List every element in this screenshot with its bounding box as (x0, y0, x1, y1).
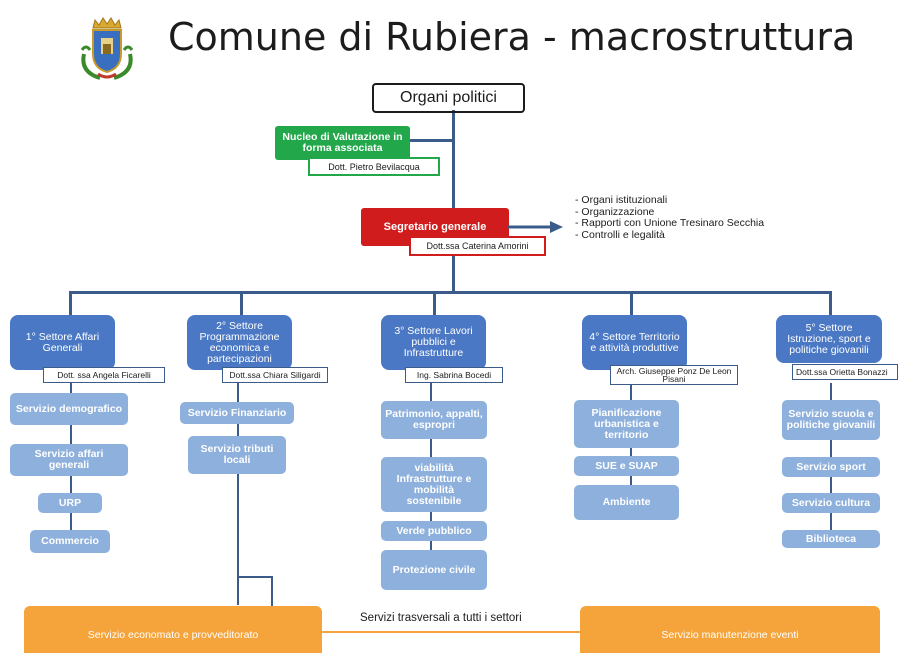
service-label: Servizio Finanziario (187, 406, 287, 419)
trasversali-right-label: Servizio manutenzione eventi (661, 628, 799, 641)
connector-sector-3 (433, 291, 436, 315)
sector-4-head-name: Arch. Giuseppe Ponz De Leon Pisani (616, 365, 732, 384)
service-label: Servizio sport (796, 460, 866, 473)
sector-1-box: 1° Settore Affari Generali (10, 315, 115, 370)
service-label: Biblioteca (805, 532, 857, 545)
trasversali-right-box: Servizio manutenzione eventi (580, 606, 880, 653)
connector-col-2 (237, 383, 239, 605)
sector-3-service-2: viabilità Infrastrutture e mobilità sost… (381, 457, 487, 512)
segretario-name: Dott.ssa Caterina Amorini (426, 241, 529, 251)
service-label: viabilità Infrastrutture e mobilità sost… (396, 461, 472, 507)
sector-5-head-name: Dott.ssa Orietta Bonazzi (796, 366, 888, 377)
sector-1-title: 1° Settore Affari Generali (25, 330, 100, 354)
sector-2-service-1: Servizio Finanziario (180, 402, 294, 424)
sector-1-head: Dott. ssa Angela Ficarelli (43, 367, 165, 383)
sector-4-box: 4° Settore Territorio e attività produtt… (582, 315, 687, 370)
sector-5-title: 5° Settore Istruzione, sport e politiche… (787, 321, 871, 356)
sector-1-service-3: URP (38, 493, 102, 513)
sector-5-service-1: Servizio scuola e politiche giovanili (782, 400, 880, 440)
sector-3-service-1: Patrimonio, appalti, espropri (381, 401, 487, 439)
sector-2-service-2: Servizio tributi locali (188, 436, 286, 474)
sector-3-service-3: Verde pubblico (381, 521, 487, 541)
service-label: URP (58, 496, 82, 509)
service-label: Pianificazione urbanistica e territorio (591, 406, 662, 441)
sector-4-service-2: SUE e SUAP (574, 456, 679, 476)
sector-5-service-4: Biblioteca (782, 530, 880, 548)
sector-2-title: 2° Settore Programmazione economica e pa… (199, 319, 280, 365)
sector-4-head: Arch. Giuseppe Ponz De Leon Pisani (610, 365, 738, 385)
service-label: Protezione civile (392, 563, 476, 576)
sector-5-service-3: Servizio cultura (782, 493, 880, 513)
connector-main-vertical (452, 110, 455, 211)
service-label: Verde pubblico (396, 524, 472, 537)
trasversali-label: Servizi trasversali a tutti i settori (360, 612, 522, 624)
service-label: Servizio affari generali (34, 448, 104, 471)
sector-5-head: Dott.ssa Orietta Bonazzi (792, 364, 898, 380)
trasversali-left-label: Servizio economato e provveditorato (87, 628, 259, 641)
sector-5-service-2: Servizio sport (782, 457, 880, 477)
connector-nucleo-horizontal (408, 139, 454, 142)
sector-2-head-name: Dott.ssa Chiara Siligardi (229, 369, 321, 380)
sector-4-title: 4° Settore Territorio e attività produtt… (589, 330, 680, 354)
connector-col-2-bottom (237, 576, 273, 578)
nucleo-box: Nucleo di Valutazione in forma associata (275, 126, 410, 160)
service-label: Commercio (41, 535, 99, 547)
sector-1-service-4: Commercio (30, 530, 110, 553)
arrow-right-icon (508, 221, 563, 233)
trasversali-left-box: Servizio economato e provveditorato (24, 606, 322, 653)
trasversali-connector (320, 631, 582, 633)
organi-politici-box: Organi politici (372, 83, 525, 113)
sector-2-box: 2° Settore Programmazione economica e pa… (187, 315, 292, 370)
service-label: Servizio demografico (15, 402, 123, 415)
sector-1-head-name: Dott. ssa Angela Ficarelli (57, 369, 151, 380)
sector-3-box: 3° Settore Lavori pubblici e Infrastrutt… (381, 315, 486, 370)
sector-2-head: Dott.ssa Chiara Siligardi (222, 367, 328, 383)
sector-1-service-1: Servizio demografico (10, 393, 128, 425)
service-label: Servizio cultura (791, 496, 871, 509)
sector-4-service-1: Pianificazione urbanistica e territorio (574, 400, 679, 448)
coat-of-arms-icon (80, 17, 134, 80)
responsibility-item: - Organizzazione (575, 205, 655, 218)
responsibility-item: - Rapporti con Unione Tresinaro Secchia (575, 217, 765, 229)
connector-sector-5 (829, 291, 832, 315)
segretario-responsibilities: - Organi istituzionali - Organizzazione … (575, 194, 765, 241)
sector-3-head: Ing. Sabrina Bocedi (405, 367, 503, 383)
nucleo-label: Nucleo di Valutazione in forma associata (282, 131, 403, 154)
connector-sector-4 (630, 291, 633, 315)
service-label: Patrimonio, appalti, espropri (385, 408, 483, 431)
responsibility-item: - Organi istituzionali (575, 194, 668, 206)
connector-segretario-down (452, 238, 455, 293)
nucleo-name-box: Dott. Pietro Bevilacqua (308, 157, 440, 176)
service-label: Ambiente (602, 496, 651, 508)
service-label: Servizio tributi locali (200, 443, 274, 466)
service-label: SUE e SUAP (595, 459, 658, 472)
connector-sector-1 (69, 291, 72, 315)
sector-4-service-3: Ambiente (574, 485, 679, 520)
sector-3-title: 3° Settore Lavori pubblici e Infrastrutt… (394, 325, 473, 359)
connector-sector-2 (240, 291, 243, 315)
organi-politici-label: Organi politici (400, 89, 497, 106)
segretario-name-box: Dott.ssa Caterina Amorini (409, 236, 546, 256)
sector-5-box: 5° Settore Istruzione, sport e politiche… (776, 315, 882, 363)
page-title: Comune di Rubiera - macrostruttura (168, 15, 856, 59)
connector-col-2-drop (271, 576, 273, 606)
connector-sectors-horizontal (69, 291, 831, 294)
responsibility-item: - Controlli e legalità (575, 228, 665, 241)
sector-3-service-4: Protezione civile (381, 550, 487, 590)
nucleo-name: Dott. Pietro Bevilacqua (328, 161, 420, 172)
service-label: Servizio scuola e politiche giovanili (786, 408, 876, 431)
sector-1-service-2: Servizio affari generali (10, 444, 128, 476)
sector-3-head-name: Ing. Sabrina Bocedi (416, 369, 492, 380)
segretario-label: Segretario generale (383, 221, 487, 233)
